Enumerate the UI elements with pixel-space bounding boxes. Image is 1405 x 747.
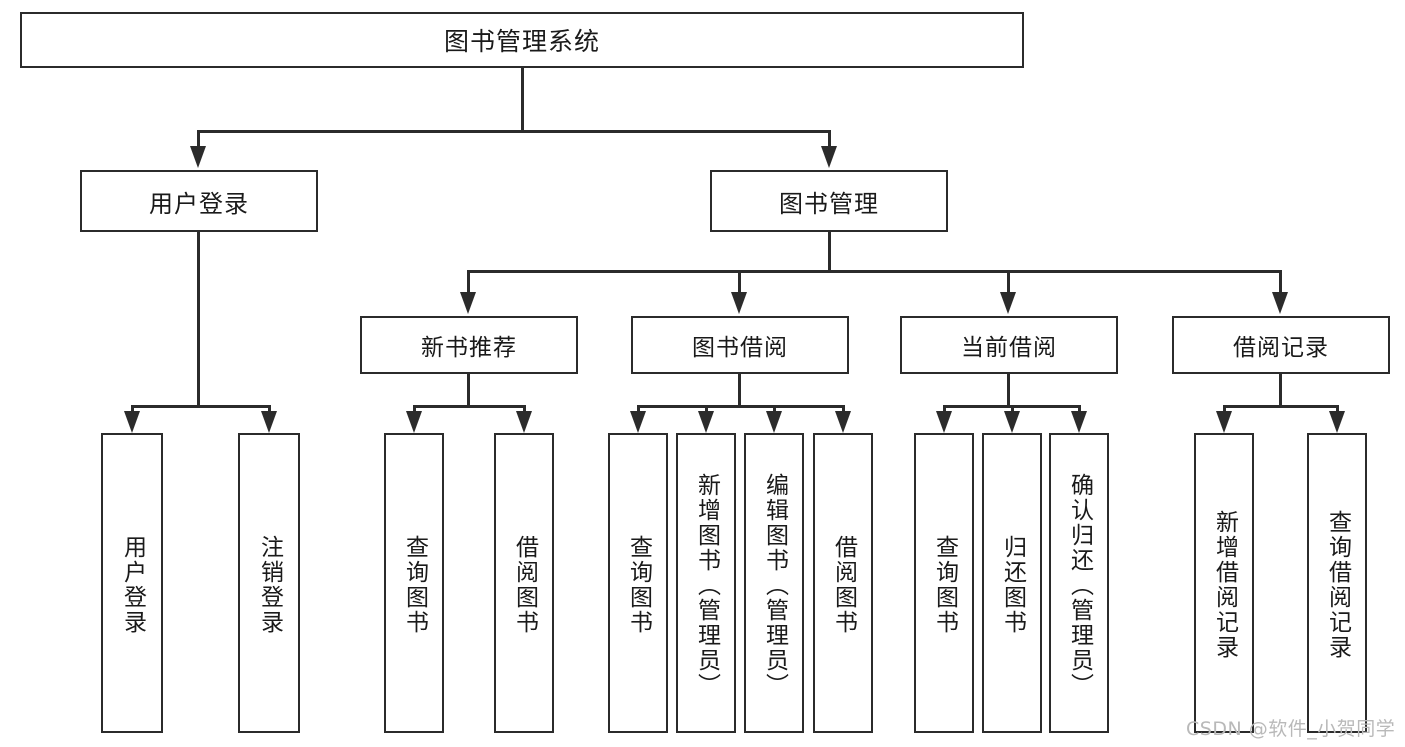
node-user-login-label: 用户登录	[149, 189, 249, 218]
node-user-login[interactable]: 用户登录	[80, 170, 318, 232]
connector-user-login-bus	[131, 405, 270, 408]
node-leaf-nbr-borrow-book[interactable]: 借阅图书	[494, 433, 554, 733]
connector-drop-leaf-user-login	[131, 405, 134, 413]
arrow-cb-query	[936, 411, 952, 433]
node-book-management-label: 图书管理	[779, 189, 879, 218]
connector-drop-cb-confirm	[1078, 405, 1081, 413]
connector-drop-br-query	[1336, 405, 1339, 413]
connector-drop-nbr-borrow	[523, 405, 526, 413]
connector-nbr-stem	[467, 374, 470, 407]
connector-drop-br-add	[1223, 405, 1226, 413]
connector-drop-bb-add	[705, 405, 708, 413]
node-leaf-bb-query-book[interactable]: 查询图书	[608, 433, 668, 733]
node-leaf-logout[interactable]: 注销登录	[238, 433, 300, 733]
arrow-cb-return	[1004, 411, 1020, 433]
node-new-book-recommendation-label: 新书推荐	[421, 335, 517, 361]
node-book-borrow[interactable]: 图书借阅	[631, 316, 849, 374]
connector-drop-leaf-logout	[268, 405, 271, 413]
arrow-nbr-query	[406, 411, 422, 433]
connector-user-login-stem	[197, 232, 200, 407]
arrow-book-mgmt	[821, 146, 837, 168]
connector-drop-user-login	[197, 130, 200, 148]
node-book-management[interactable]: 图书管理	[710, 170, 948, 232]
arrow-leaf-logout	[261, 411, 277, 433]
node-leaf-cb-return-book[interactable]: 归还图书	[982, 433, 1042, 733]
arrow-user-login	[190, 146, 206, 168]
node-new-book-recommendation[interactable]: 新书推荐	[360, 316, 578, 374]
node-current-borrow[interactable]: 当前借阅	[900, 316, 1118, 374]
watermark-text: CSDN @软件_小贺同学	[1186, 718, 1396, 740]
connector-level1-bus	[197, 130, 831, 133]
connector-book-mgmt-stem	[828, 232, 831, 272]
node-leaf-user-login[interactable]: 用户登录	[101, 433, 163, 733]
connector-level2-bus	[467, 270, 1281, 273]
node-leaf-nbr-query-book-label: 查询图书	[401, 535, 428, 635]
connector-drop-cb-return	[1011, 405, 1014, 413]
connector-drop-nbr-query	[413, 405, 416, 413]
connector-drop-book-mgmt	[828, 130, 831, 148]
arrow-bb-edit	[766, 411, 782, 433]
arrow-cb-confirm	[1071, 411, 1087, 433]
node-leaf-bb-borrow-book-label: 借阅图书	[830, 535, 857, 635]
connector-br-bus	[1223, 405, 1338, 408]
arrow-current-borrow	[1000, 292, 1016, 314]
connector-drop-borrow-record	[1279, 270, 1282, 292]
arrow-br-query	[1329, 411, 1345, 433]
connector-drop-bb-borrow	[842, 405, 845, 413]
arrow-bb-add	[698, 411, 714, 433]
arrow-nbr-borrow	[516, 411, 532, 433]
arrow-bb-borrow	[835, 411, 851, 433]
node-leaf-br-add-record-label: 新增借阅记录	[1211, 510, 1238, 660]
connector-drop-cb-query	[943, 405, 946, 413]
node-leaf-cb-confirm-return[interactable]: 确认归还（管理员）	[1049, 433, 1109, 733]
node-leaf-cb-confirm-return-label: 确认归还（管理员）	[1066, 472, 1093, 698]
node-leaf-user-login-label: 用户登录	[119, 535, 146, 635]
node-leaf-bb-edit-book[interactable]: 编辑图书（管理员）	[744, 433, 804, 733]
arrow-new-book-rec	[460, 292, 476, 314]
node-leaf-nbr-borrow-book-label: 借阅图书	[511, 535, 538, 635]
connector-drop-book-borrow	[738, 270, 741, 292]
node-leaf-bb-borrow-book[interactable]: 借阅图书	[813, 433, 873, 733]
connector-cb-stem	[1007, 374, 1010, 407]
node-leaf-cb-return-book-label: 归还图书	[999, 535, 1026, 635]
connector-nbr-bus	[413, 405, 525, 408]
node-leaf-nbr-query-book[interactable]: 查询图书	[384, 433, 444, 733]
node-borrow-record-label: 借阅记录	[1233, 335, 1329, 361]
node-borrow-record[interactable]: 借阅记录	[1172, 316, 1390, 374]
arrow-br-add	[1216, 411, 1232, 433]
node-book-borrow-label: 图书借阅	[692, 335, 788, 361]
node-leaf-br-query-record[interactable]: 查询借阅记录	[1307, 433, 1367, 733]
connector-bb-bus	[637, 405, 844, 408]
node-leaf-bb-add-book-label: 新增图书（管理员）	[693, 472, 720, 698]
arrow-book-borrow	[731, 292, 747, 314]
connector-root-stem	[521, 68, 524, 132]
connector-drop-current-borrow	[1007, 270, 1010, 292]
connector-bb-stem	[738, 374, 741, 407]
node-leaf-br-add-record[interactable]: 新增借阅记录	[1194, 433, 1254, 733]
connector-br-stem	[1279, 374, 1282, 407]
connector-drop-new-book-rec	[467, 270, 470, 292]
arrow-borrow-record	[1272, 292, 1288, 314]
node-leaf-bb-edit-book-label: 编辑图书（管理员）	[761, 472, 788, 698]
node-current-borrow-label: 当前借阅	[961, 335, 1057, 361]
node-leaf-logout-label: 注销登录	[256, 535, 283, 635]
node-leaf-bb-query-book-label: 查询图书	[625, 535, 652, 635]
arrow-bb-query	[630, 411, 646, 433]
arrow-leaf-user-login	[124, 411, 140, 433]
node-leaf-br-query-record-label: 查询借阅记录	[1324, 510, 1351, 660]
node-leaf-bb-add-book[interactable]: 新增图书（管理员）	[676, 433, 736, 733]
node-root-label: 图书管理系统	[443, 27, 600, 56]
connector-drop-bb-edit	[773, 405, 776, 413]
node-leaf-cb-query-book[interactable]: 查询图书	[914, 433, 974, 733]
node-root[interactable]: 图书管理系统	[20, 12, 1024, 68]
node-leaf-cb-query-book-label: 查询图书	[931, 535, 958, 635]
connector-drop-bb-query	[637, 405, 640, 413]
